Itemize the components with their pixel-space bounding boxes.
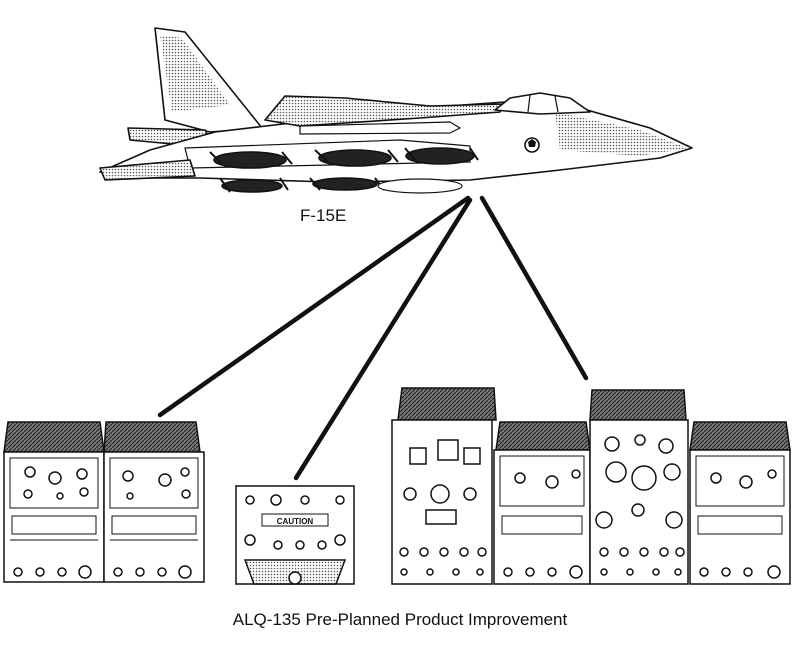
- aircraft-label: F-15E: [300, 206, 347, 225]
- equipment-unit-2: [103, 421, 205, 583]
- wing-missile: [299, 121, 461, 135]
- equipment-unit-4: [493, 421, 591, 585]
- equipment-unit-5: [589, 389, 689, 585]
- equipment-unit-3: [391, 387, 497, 585]
- bomb-rack-upper: [209, 147, 479, 169]
- figure-caption: ALQ-135 Pre-Planned Product Improvement: [232, 610, 568, 629]
- equipment-unit-right-group: [391, 387, 791, 585]
- equipment-unit-1: [3, 421, 105, 583]
- tail-shading: [160, 35, 230, 112]
- connector-line-right: [479, 195, 589, 381]
- bomb-rack-lower: [219, 177, 385, 193]
- equipment-unit-6: [689, 421, 791, 585]
- equipment-unit-left-pair: [3, 421, 205, 583]
- connector-line-center: [293, 197, 473, 481]
- connector-line-left: [157, 195, 471, 418]
- control-panel-unit: [235, 485, 355, 585]
- canopy: [494, 92, 591, 115]
- connector-lines: [157, 195, 589, 481]
- f15e-aircraft-drawing: [99, 27, 693, 194]
- fuel-tank: [377, 178, 463, 194]
- lower-wing: [99, 159, 196, 181]
- nose-shading: [555, 112, 688, 156]
- caution-label: CAUTION: [277, 517, 314, 526]
